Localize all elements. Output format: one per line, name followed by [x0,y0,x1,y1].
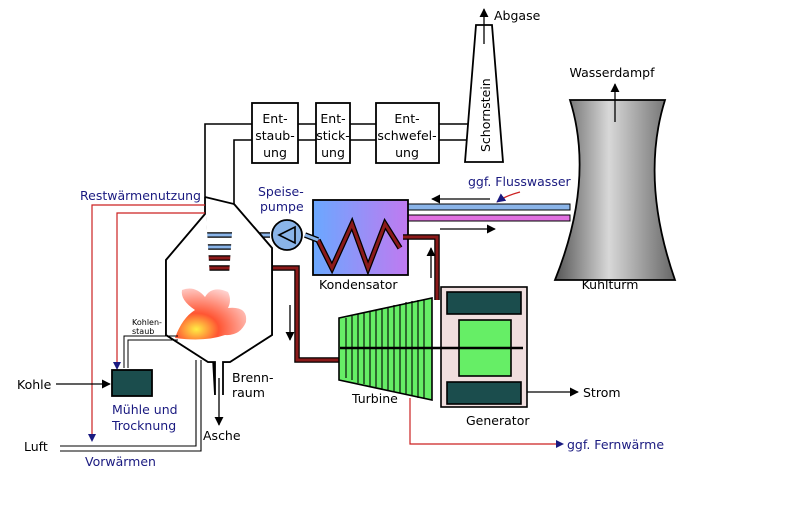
cooling-pipe-blue [394,203,571,211]
turbine-label: Turbine [351,391,398,406]
entstickung-label-1: Ent- [320,111,345,126]
muehle [111,369,153,397]
flame [175,288,247,340]
cooling-pipe-pink [394,214,571,222]
restwaerme-lines [91,204,205,440]
vorwaermen-label: Vorwärmen [85,454,156,469]
generator-coil-top [446,291,522,315]
kuehlturm-label: Kühlturm [582,277,639,292]
strom-label: Strom [583,385,621,400]
entstickung-box [315,102,351,164]
muehle-label-1: Mühle und [112,402,178,417]
entstickung-label-2: stick- [316,128,350,143]
brennraum-label-2: raum [232,385,265,400]
entschwefelung-label-3: ung [395,145,419,160]
fernwaerme-label: ggf. Fernwärme [567,437,664,452]
speisepumpe-label-2: pumpe [260,199,304,214]
asche-label: Asche [203,428,241,443]
generator-coil-bottom [446,381,522,405]
kohle-label: Kohle [17,377,52,392]
flue-gas-duct [204,123,468,204]
fernwaerme-line [409,398,556,445]
restwaerme-arrow-1 [88,434,96,442]
abgase-label: Abgase [494,8,541,23]
schornstein-label: Schornstein [478,78,493,152]
entstickung-label-3: ung [321,145,345,160]
entschwefelung-box [375,102,440,164]
brennraum-label-1: Brenn- [232,370,274,385]
wasserdampf-label: Wasserdampf [570,65,656,80]
kuehlturm [553,99,677,281]
restwaerme-arrow-2 [113,362,121,370]
schornstein [464,24,504,163]
flusswasser-arrow [496,191,521,203]
entschwefelung-label-2: schwefel- [377,128,436,143]
kondensator-label: Kondensator [319,277,398,292]
pump-arrow-icon [277,225,296,245]
kohlenstaub-line [123,335,178,368]
speisepumpe-label-1: Speise- [258,184,304,199]
muehle-label-2: Trocknung [111,418,176,433]
kohlenstaub-label-1: Kohlen- [132,318,162,327]
entstaubung-label-3: ung [263,145,287,160]
generator-label: Generator [466,413,530,428]
entstaubung-label-2: staub- [255,128,294,143]
restwaerme-label: Restwärmenutzung [80,188,201,203]
luft-line [60,360,202,452]
entstaubung-label-1: Ent- [262,111,287,126]
fernwaerme-arrow [556,440,564,448]
entschwefelung-label-1: Ent- [394,111,419,126]
luft-label: Luft [24,439,48,454]
entstaubung-box [251,102,299,164]
kohlenstaub-label-2: staub [132,327,154,336]
flusswasser-label: ggf. Flusswasser [468,174,572,189]
